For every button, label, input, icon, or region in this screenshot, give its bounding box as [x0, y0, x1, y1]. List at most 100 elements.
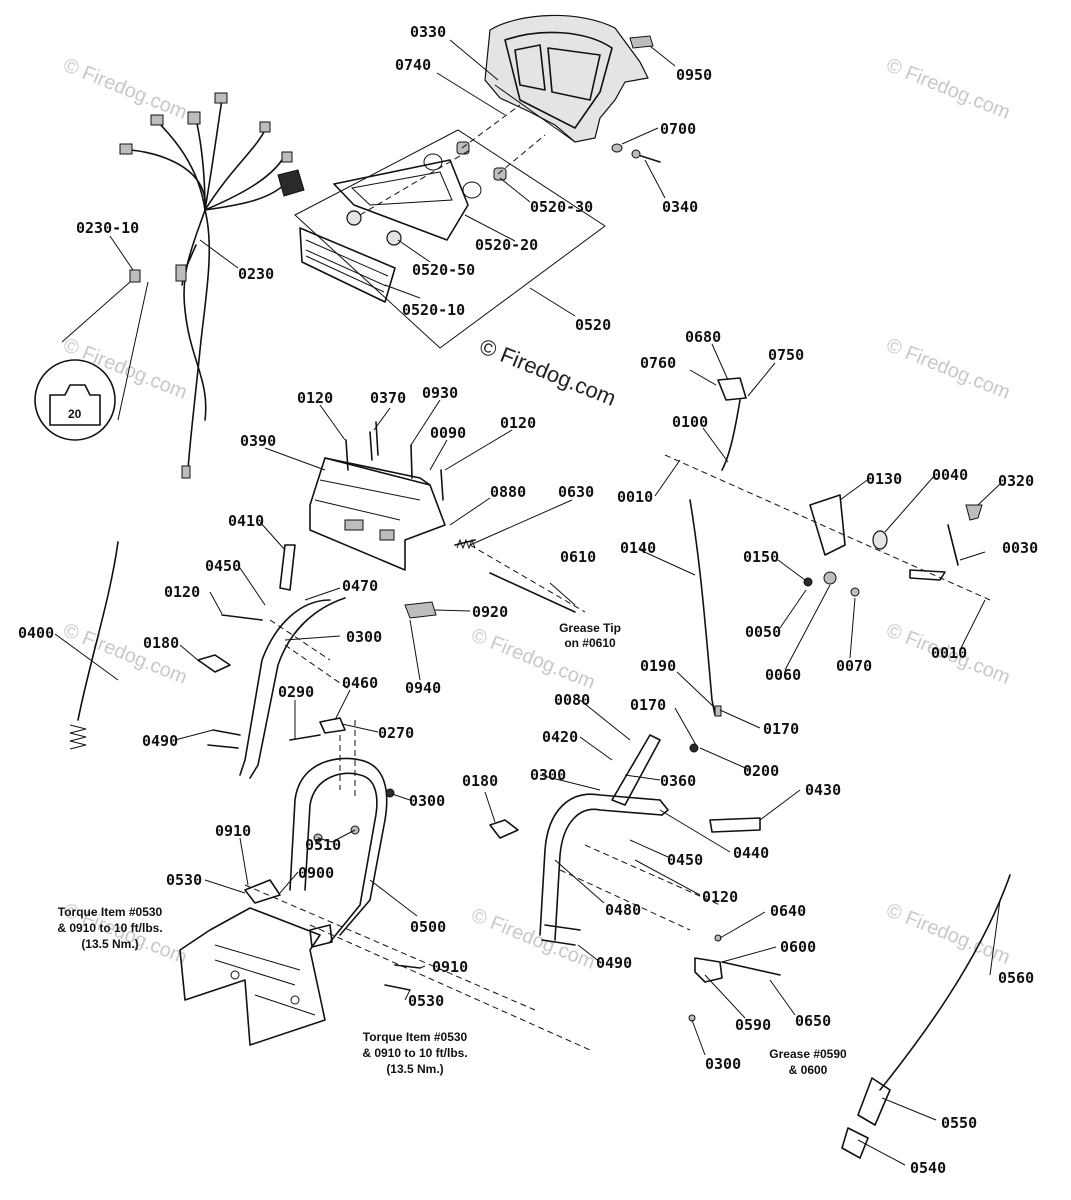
label-0300-b: 0300: [409, 792, 445, 810]
nut-0200: [689, 743, 699, 753]
watermark-mid-left: © Firedog.com: [60, 334, 190, 404]
bulb-0520-50a: [346, 210, 362, 226]
label-0440: 0440: [733, 844, 769, 862]
label-0910-b: 0910: [432, 958, 468, 976]
label-0470: 0470: [342, 577, 378, 595]
label-0190: 0190: [640, 657, 676, 675]
label-0490-b: 0490: [596, 954, 632, 972]
label-0070: 0070: [836, 657, 872, 675]
bulb-0520-50: [386, 230, 402, 246]
handle-0480-inner: [554, 808, 663, 941]
fuse-rating-mark: 20: [68, 407, 82, 421]
bracket-0460: [319, 717, 346, 734]
rod-0650: [721, 961, 781, 976]
label-0170-a: 0170: [630, 696, 666, 714]
label-0420: 0420: [542, 728, 578, 746]
bushing-0060: [823, 571, 837, 585]
connector-c: [187, 111, 201, 125]
connector-d: [214, 92, 228, 104]
bolts-0490: [207, 729, 241, 749]
label-0170-b: 0170: [763, 720, 799, 738]
label-0530-b: 0530: [408, 992, 444, 1010]
label-0040: 0040: [932, 466, 968, 484]
label-0060: 0060: [765, 666, 801, 684]
label-0230-10: 0230-10: [76, 219, 139, 237]
headlight-kit-box: [294, 129, 606, 349]
rod-0610: [489, 572, 576, 613]
label-0490-a: 0490: [142, 732, 178, 750]
handle-0480-end: [659, 799, 669, 816]
clip-0950: [629, 35, 654, 49]
label-0950: 0950: [676, 66, 712, 84]
label-0650: 0650: [795, 1012, 831, 1030]
label-0010-a: 0010: [617, 488, 653, 506]
wiring-harness: [119, 92, 305, 479]
label-0500: 0500: [410, 918, 446, 936]
cable-0400: [77, 541, 119, 721]
handle-frame-0500: [289, 757, 388, 936]
headlight-shroud: [484, 14, 649, 143]
handle-0030: [909, 569, 946, 581]
label-0640: 0640: [770, 902, 806, 920]
dash-panel: [309, 457, 446, 571]
handle-clip-0180b: [489, 819, 519, 839]
label-0450-b: 0450: [667, 851, 703, 869]
label-0910-a: 0910: [215, 822, 251, 840]
label-0510: 0510: [305, 836, 341, 854]
watermark-top-left: © Firedog.com: [60, 54, 190, 124]
label-0630: 0630: [558, 483, 594, 501]
shaft-0030: [947, 524, 959, 566]
cable-0560: [879, 874, 1011, 1091]
handle-clip-0180: [197, 654, 231, 673]
label-0610: 0610: [560, 548, 596, 566]
label-0700: 0700: [660, 120, 696, 138]
fuse-0230-10: [129, 269, 141, 283]
label-0340: 0340: [662, 198, 698, 216]
label-0090: 0090: [430, 424, 466, 442]
clip-0170: [714, 705, 722, 717]
label-0010-b: 0010: [931, 644, 967, 662]
handle-0470-top: [239, 599, 331, 776]
label-0590: 0590: [735, 1016, 771, 1034]
handle-0470-bottom: [249, 597, 346, 779]
note-torque-bottom-line2: & 0910 to 10 ft/lbs.: [362, 1046, 467, 1060]
washer-0040: [872, 530, 888, 550]
label-0270: 0270: [378, 724, 414, 742]
label-0930: 0930: [422, 384, 458, 402]
part-labels: 0330 0740 0950 0700 0340 0520-30 0520-20…: [18, 23, 1038, 1177]
label-0150: 0150: [743, 548, 779, 566]
watermark-center: © Firedog.com: [476, 333, 619, 410]
bracket-0920: [404, 601, 437, 619]
label-0520-10: 0520-10: [402, 301, 465, 319]
rod-0140: [689, 499, 716, 716]
label-0450-a: 0450: [205, 557, 241, 575]
lever-0680: [717, 377, 747, 401]
label-0180-b: 0180: [462, 772, 498, 790]
label-0050: 0050: [745, 623, 781, 641]
fuse-holder: [175, 264, 187, 282]
screw-head-0340: [631, 149, 641, 159]
connector-b: [150, 114, 164, 126]
label-0290: 0290: [278, 683, 314, 701]
bolt-0120: [221, 614, 263, 621]
note-torque-left-line2: & 0910 to 10 ft/lbs.: [57, 921, 162, 935]
label-0520-30: 0520-30: [530, 198, 593, 216]
lower-frame: [179, 879, 333, 1046]
label-0540: 0540: [910, 1159, 946, 1177]
label-0300-c: 0300: [530, 766, 566, 784]
label-0140: 0140: [620, 539, 656, 557]
watermark-right-3: © Firedog.com: [883, 899, 1013, 969]
label-0920: 0920: [472, 603, 508, 621]
rod-0100: [721, 399, 741, 471]
nut-0300: [385, 788, 395, 798]
end-0540: [841, 1127, 869, 1159]
label-0300-d: 0300: [705, 1055, 741, 1073]
label-0520-20: 0520-20: [475, 236, 538, 254]
label-0410: 0410: [228, 512, 264, 530]
handle-0480: [539, 793, 661, 936]
label-0370: 0370: [370, 389, 406, 407]
connector-f: [281, 151, 293, 163]
screw-0340: [637, 154, 661, 163]
label-0400: 0400: [18, 624, 54, 642]
